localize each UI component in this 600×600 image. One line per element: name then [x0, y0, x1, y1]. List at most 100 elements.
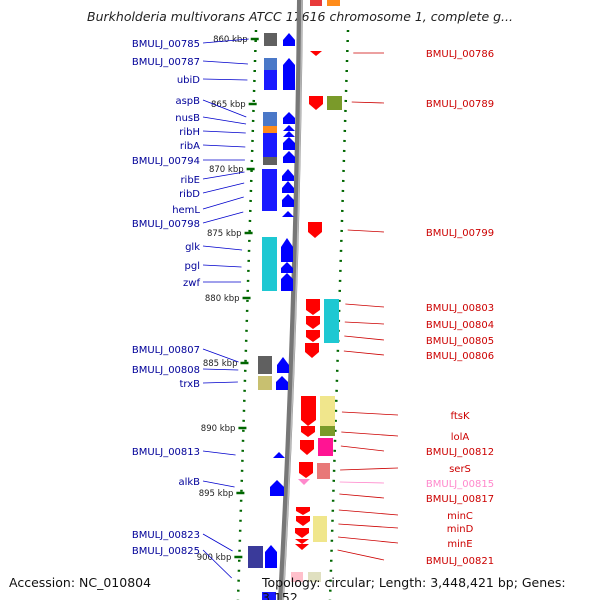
gene-label[interactable]: ribD [179, 189, 200, 200]
feature-block [248, 546, 263, 568]
gene-label[interactable]: ftsK [450, 411, 469, 422]
gene-label[interactable]: pgl [185, 261, 200, 272]
gene-label[interactable]: BMULJ_00799 [426, 228, 494, 239]
gene-label[interactable]: BMULJ_00804 [426, 320, 494, 331]
gene-label[interactable]: serS [449, 464, 471, 475]
gene-label[interactable]: BMULJ_00798 [132, 219, 200, 230]
gene-leader-line [337, 536, 399, 544]
gene-label[interactable]: lolA [451, 432, 470, 443]
gene-leader-line [337, 549, 385, 561]
gene-label[interactable]: minE [447, 539, 472, 550]
gene-leader-line [202, 211, 244, 224]
feature-block [258, 356, 272, 374]
gene-leader-line [202, 60, 248, 65]
gene-label[interactable]: BMULJ_00813 [132, 447, 200, 458]
chromosome-backbone [278, 0, 303, 600]
forward-arrow [283, 131, 295, 137]
gene-label[interactable]: BMULJ_00812 [426, 447, 494, 458]
accession-text: Accession: NC_010804 [9, 575, 152, 590]
gene-leader-line [341, 431, 399, 437]
gene-label[interactable]: ribE [180, 175, 200, 186]
gene-leader-line [202, 130, 246, 134]
chromosome-backbone-highlight [282, 0, 303, 600]
gene-leader-line [202, 381, 238, 384]
feature-block [263, 133, 277, 157]
kbp-tick-label: 885 kbp [203, 359, 238, 369]
reverse-arrow [306, 299, 320, 315]
gene-label[interactable]: zwf [183, 278, 200, 289]
gene-label[interactable]: BMULJ_00825 [132, 546, 200, 557]
gene-label[interactable]: minD [447, 524, 474, 535]
gene-leader-line [347, 229, 385, 233]
reverse-arrow [301, 396, 316, 426]
reverse-arrow [310, 51, 322, 56]
reverse-arrow [305, 343, 319, 358]
gene-leader-line [202, 78, 248, 81]
gene-label[interactable]: aspB [175, 96, 200, 107]
forward-arrow [281, 273, 293, 291]
gene-leader-line [341, 411, 399, 416]
gene-label[interactable]: nusB [175, 113, 200, 124]
feature-block [263, 126, 277, 133]
gene-label[interactable]: BMULJ_00803 [426, 303, 494, 314]
gene-label[interactable]: hemL [172, 205, 200, 216]
gene-leader-line [343, 350, 385, 356]
gene-label[interactable]: alkB [178, 477, 200, 488]
gene-label[interactable]: BMULJ_00805 [426, 336, 494, 347]
reverse-arrow [309, 96, 323, 110]
feature-block [320, 426, 335, 436]
feature-block [262, 169, 277, 211]
gene-label[interactable]: BMULJ_00786 [426, 49, 494, 60]
gene-label[interactable]: BMULJ_00815 [426, 479, 494, 490]
left-dotted-track [236, 29, 258, 600]
feature-block [324, 299, 339, 343]
gene-leader-line [344, 321, 385, 325]
feature-block [263, 112, 277, 126]
forward-arrow [282, 211, 294, 217]
forward-arrow [283, 58, 295, 90]
kbp-tick-label: 900 kbp [197, 553, 232, 563]
gene-label[interactable]: BMULJ_00821 [426, 556, 494, 567]
forward-arrow [277, 357, 289, 373]
gene-label[interactable]: ribA [180, 141, 200, 152]
gene-leader-line [202, 480, 235, 488]
kbp-tick-label: 870 kbp [209, 165, 244, 175]
reverse-arrow [295, 539, 309, 544]
forward-arrow [282, 181, 294, 193]
reverse-arrow [300, 440, 314, 455]
feature-block [262, 237, 277, 291]
gene-label[interactable]: BMULJ_00787 [132, 57, 200, 68]
gene-leader-line [202, 171, 245, 180]
forward-arrow [276, 376, 288, 390]
gene-leader-line [338, 523, 399, 529]
gene-label[interactable]: ubiD [177, 75, 200, 86]
gene-label[interactable]: BMULJ_00817 [426, 494, 494, 505]
gene-label[interactable]: minC [447, 511, 473, 522]
right-gene-labels: BMULJ_00786BMULJ_00789BMULJ_00799BMULJ_0… [337, 49, 494, 567]
gene-leader-line [202, 99, 247, 118]
gene-label[interactable]: BMULJ_00794 [132, 156, 200, 167]
forward-arrow [281, 238, 293, 262]
gene-label[interactable]: BMULJ_00808 [132, 365, 200, 376]
forward-arrow [283, 125, 295, 131]
gene-leader-line [202, 368, 239, 371]
forward-arrow [282, 169, 294, 181]
gene-label[interactable]: trxB [179, 379, 200, 390]
forward-arrow [282, 194, 294, 207]
forward-arrow [265, 545, 277, 568]
gene-label[interactable]: BMULJ_00807 [132, 345, 200, 356]
feature-block [320, 396, 335, 426]
reverse-arrow [296, 516, 310, 526]
gene-label[interactable]: BMULJ_00823 [132, 530, 200, 541]
gene-label[interactable]: glk [185, 242, 200, 253]
gene-leader-line [202, 549, 232, 579]
gene-label[interactable]: BMULJ_00806 [426, 351, 494, 362]
gene-label[interactable]: BMULJ_00789 [426, 99, 494, 110]
gene-label[interactable]: BMULJ_00785 [132, 39, 200, 50]
gene-leader-line [202, 348, 239, 363]
kbp-tick-label: 895 kbp [199, 489, 234, 499]
gene-label[interactable]: ribH [179, 127, 200, 138]
forward-arrow [281, 262, 293, 273]
